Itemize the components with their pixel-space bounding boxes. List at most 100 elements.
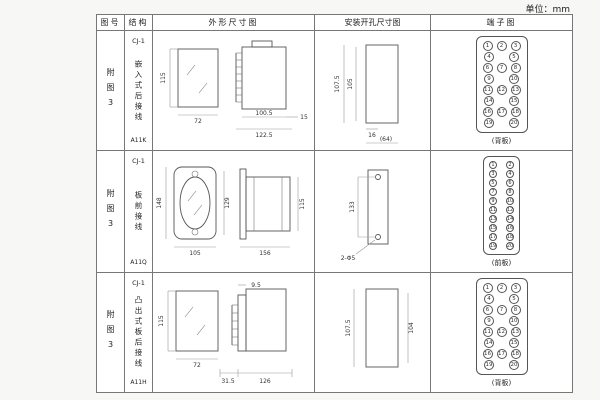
- outline-drawing-a11h: 115 72 9.5 31.5 126: [158, 282, 292, 385]
- terminal-circle: 14: [484, 95, 494, 106]
- header-fig-no: 图号: [97, 15, 125, 31]
- mounting-drawing-a11h: 107.5 104: [345, 288, 415, 367]
- header-outline: 外形尺寸图: [153, 15, 315, 31]
- terminal-circle: 13: [489, 214, 497, 223]
- dim-front-h1: 148: [156, 197, 163, 209]
- fig-no-cell: 附图3: [97, 273, 125, 393]
- fig-no-text: 附图3: [106, 309, 115, 356]
- terminal-circle: 18: [510, 348, 521, 359]
- terminal-row: 9 10: [484, 315, 519, 326]
- dim-mount-inner: 104: [408, 322, 415, 334]
- terminal-circle: 17: [496, 348, 507, 359]
- structure-code: A11K: [130, 137, 147, 144]
- terminal-circle: 4: [484, 51, 494, 62]
- terminal-circle: 9: [484, 315, 494, 326]
- spec-table: 图号 结构 外形尺寸图 安装开孔尺寸图 端子图 附图3 CJ-1 嵌入式后接线 …: [96, 14, 573, 393]
- terminal-row: 11 12: [489, 205, 514, 214]
- dim-mount-inner: 105: [347, 78, 354, 90]
- terminal-circle: 10: [509, 315, 519, 326]
- structure-model: CJ-1: [132, 279, 145, 287]
- structure-model: CJ-1: [132, 157, 145, 165]
- terminal-circle: 7: [489, 187, 497, 196]
- dim-mount-h1: 16: [368, 132, 376, 139]
- fig-no-cell: 附图3: [97, 31, 125, 151]
- fig-no-text: 附图3: [106, 67, 115, 114]
- dim-front-width: 72: [193, 362, 201, 369]
- terminal-circle: 1: [482, 40, 493, 51]
- terminal-circle: 3: [489, 169, 497, 178]
- dim-mount-v1: 133: [349, 201, 356, 213]
- terminal-circle: 16: [482, 106, 493, 117]
- terminal-circle: 6: [506, 178, 514, 187]
- terminal-circle: 18: [506, 232, 514, 241]
- dim-side-height: 115: [299, 198, 306, 210]
- fig-no-text: 附图3: [106, 188, 115, 235]
- mounting-drawing-cell: 107.5 105 16 (64): [315, 31, 431, 151]
- mounting-drawing-a11k: 107.5 105 16 (64): [334, 44, 398, 143]
- structure-type: 凸出式板后接线: [134, 296, 143, 370]
- dim-front-height: 115: [158, 315, 165, 327]
- terminal-circle: 19: [484, 117, 494, 128]
- dim-side-depth1: 31.5: [221, 378, 235, 385]
- terminal-circle: 6: [482, 304, 493, 315]
- terminal-circle: 4: [484, 293, 494, 304]
- terminal-view-label: (前板): [491, 258, 512, 267]
- terminal-circle: 20: [509, 359, 519, 370]
- fig-no-cell: 附图3: [97, 151, 125, 273]
- structure-type: 板前接线: [134, 191, 143, 233]
- unit-label: 单位：mm: [525, 5, 570, 15]
- terminal-circle: 12: [506, 205, 514, 214]
- terminal-circle: 20: [509, 117, 519, 128]
- terminal-view-label: (背板): [491, 378, 512, 387]
- terminal-circle: 7: [496, 62, 507, 73]
- terminal-circle: 12: [496, 326, 507, 337]
- terminal-circle: 9: [489, 196, 497, 205]
- terminal-circle: 3: [510, 40, 521, 51]
- dim-side-depth1: 100.5: [255, 110, 272, 117]
- terminal-row: 14 15: [484, 95, 519, 106]
- terminal-circle: 5: [509, 293, 519, 304]
- terminal-circle: 8: [506, 187, 514, 196]
- terminal-circle: 15: [509, 95, 519, 106]
- header-mounting: 安装开孔尺寸图: [315, 15, 431, 31]
- terminal-circle: 14: [506, 214, 514, 223]
- structure-code: A11H: [130, 379, 147, 386]
- mounting-drawing-cell: 107.5 104: [315, 273, 431, 393]
- dim-front-width: 105: [189, 250, 201, 257]
- outline-drawing-cell: 148 129 105 156 115: [153, 151, 315, 273]
- dim-side-depth3: 15: [300, 114, 308, 121]
- header-structure: 结构: [125, 15, 153, 31]
- terminal-circle: 11: [489, 205, 497, 214]
- dim-mount-outer: 107.5: [345, 319, 352, 336]
- terminal-view-label: (背板): [491, 136, 512, 145]
- terminal-circle: 19: [489, 241, 497, 250]
- terminal-circle: 13: [510, 326, 521, 337]
- terminal-circle: 12: [496, 84, 507, 95]
- structure-model: CJ-1: [132, 37, 145, 45]
- dim-front-h2: 129: [224, 197, 231, 209]
- structure-cell: CJ-1 凸出式板后接线 A11H: [125, 273, 153, 393]
- terminal-circle: 5: [509, 51, 519, 62]
- dim-front-width: 72: [194, 118, 202, 125]
- dim-mount-holes: 2-Φ5: [340, 255, 355, 262]
- terminal-circle: 11: [482, 326, 493, 337]
- dim-pin-depth: 9.5: [251, 282, 261, 289]
- terminal-circle: 15: [509, 337, 519, 348]
